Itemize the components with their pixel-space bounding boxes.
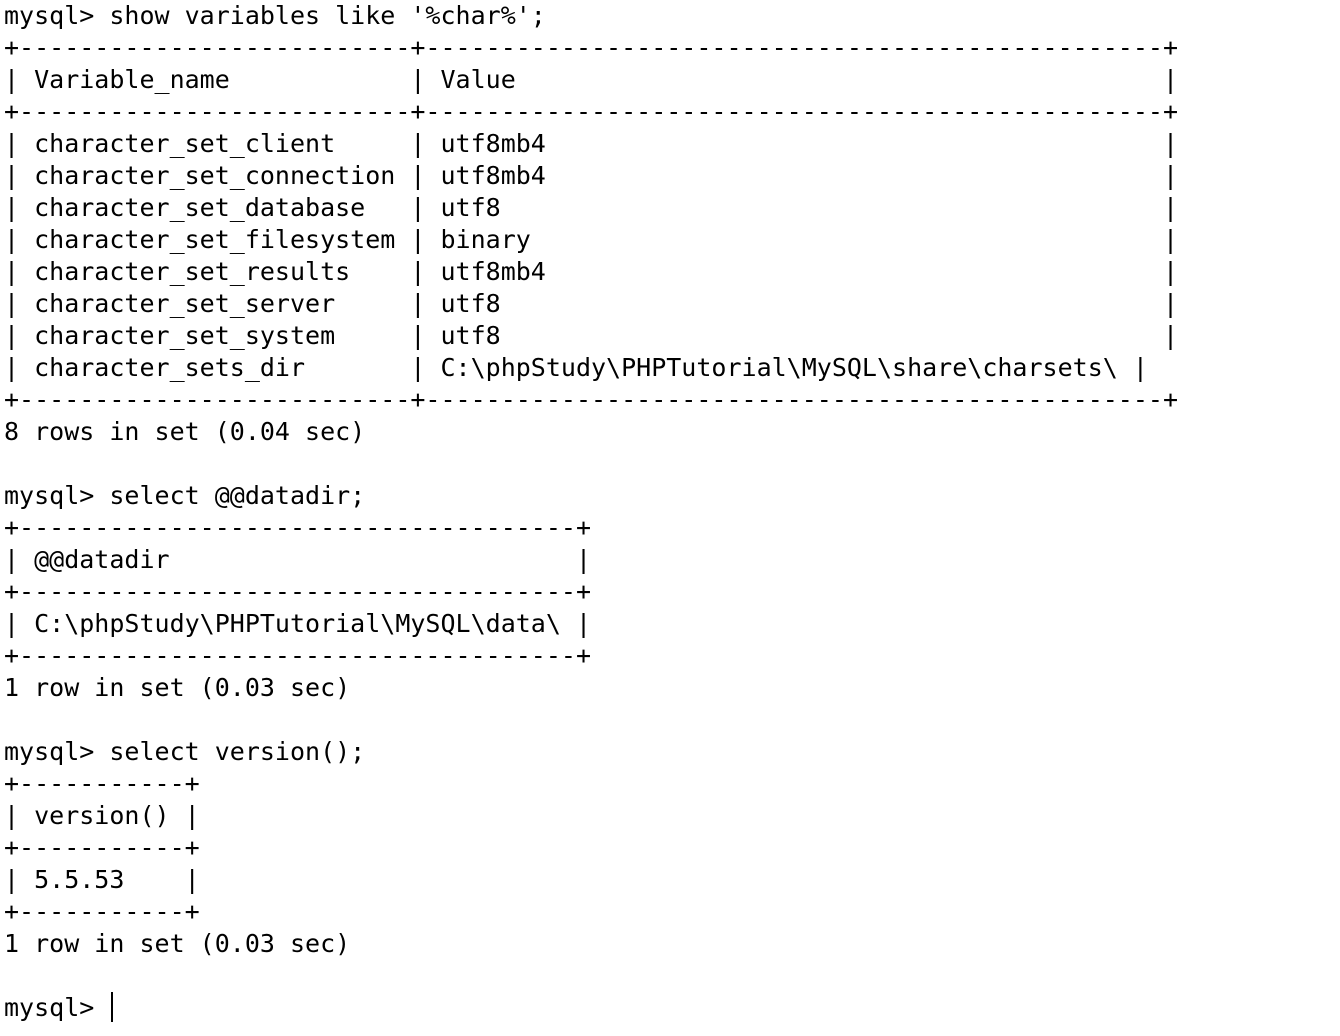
result-summary: 8 rows in set (0.04 sec) (4, 417, 366, 446)
table-row: | character_set_database | utf8 | (4, 193, 1178, 222)
table-row: | character_sets_dir | C:\phpStudy\PHPTu… (4, 353, 1148, 382)
result-summary: 1 row in set (0.03 sec) (4, 929, 351, 958)
blank-line (4, 448, 1334, 480)
text-cursor (111, 992, 114, 1022)
table-border: +--------------------------+------------… (4, 33, 1178, 62)
table-border: +--------------------------+------------… (4, 97, 1178, 126)
prompt: mysql> (4, 737, 110, 766)
table-row: | character_set_filesystem | binary | (4, 225, 1178, 254)
command-text: select version(); (109, 737, 366, 766)
blank-line (4, 704, 1334, 736)
table-border: +-----------+ (4, 897, 200, 926)
table-row: | character_set_server | utf8 | (4, 289, 1178, 318)
table-header-row: | version() | (4, 801, 200, 830)
command-text: select @@datadir; (109, 481, 366, 510)
command-line: mysql> select version(); (4, 736, 1334, 768)
table-border: +-------------------------------------+ (4, 513, 591, 542)
command-line: mysql> show variables like '%char%'; (4, 0, 1334, 32)
table-row: | character_set_results | utf8mb4 | (4, 257, 1178, 286)
prompt: mysql> (4, 481, 110, 510)
blank-line (4, 960, 1334, 992)
table-header-row: | Variable_name | Value | (4, 65, 1178, 94)
table-row: | character_set_system | utf8 | (4, 321, 1178, 350)
input-line[interactable]: mysql> (4, 992, 1334, 1024)
table-border: +-----------+ (4, 833, 200, 862)
table-row: | 5.5.53 | (4, 865, 200, 894)
table-border: +-----------+ (4, 769, 200, 798)
table-row: | C:\phpStudy\PHPTutorial\MySQL\data\ | (4, 609, 591, 638)
command-line: mysql> select @@datadir; (4, 480, 1334, 512)
prompt: mysql> (4, 993, 110, 1022)
table-header-row: | @@datadir | (4, 545, 591, 574)
prompt: mysql> (4, 1, 110, 30)
table-border: +--------------------------+------------… (4, 385, 1178, 414)
table-row: | character_set_client | utf8mb4 | (4, 129, 1178, 158)
terminal-window[interactable]: mysql> show variables like '%char%'; +--… (4, 0, 1334, 1024)
command-text: show variables like '%char%'; (109, 1, 546, 30)
table-row: | character_set_connection | utf8mb4 | (4, 161, 1178, 190)
table-border: +-------------------------------------+ (4, 641, 591, 670)
table-border: +-------------------------------------+ (4, 577, 591, 606)
result-summary: 1 row in set (0.03 sec) (4, 673, 351, 702)
